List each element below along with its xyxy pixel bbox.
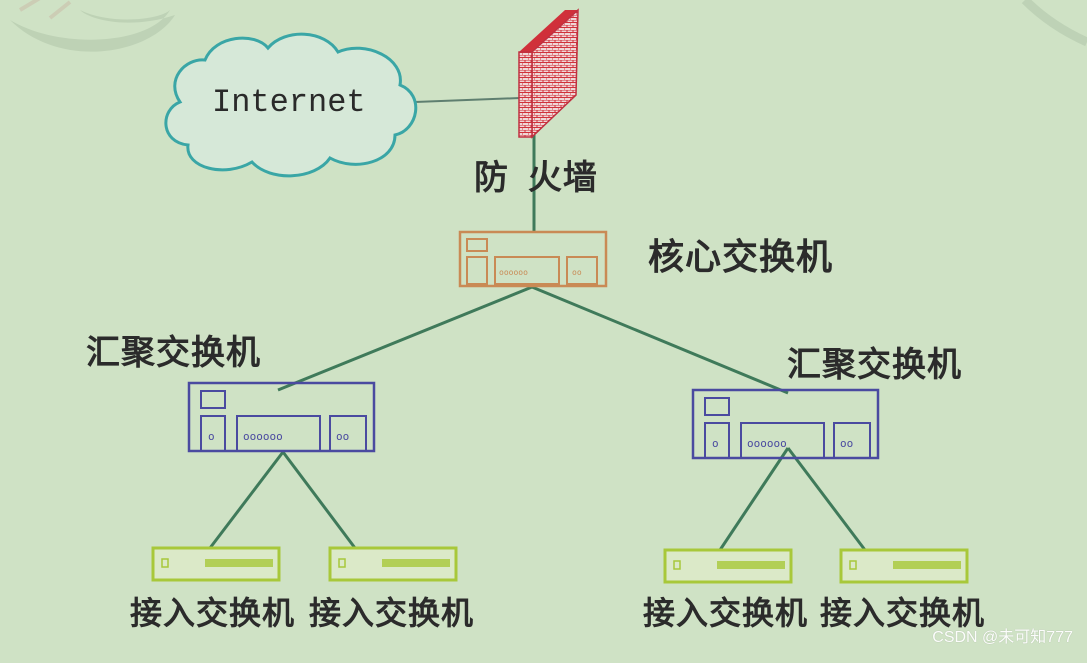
- aggregation-switch-right-label: 汇聚交换机: [787, 345, 962, 385]
- svg-text:oooooo: oooooo: [499, 268, 528, 277]
- aggregation-switch-left-label: 汇聚交换机: [86, 333, 261, 373]
- link-agg-left-access-1: [208, 451, 285, 549]
- background-logo-right: [1021, 0, 1087, 47]
- link-core-agg-left: [277, 285, 533, 392]
- link-core-agg-right: [531, 285, 789, 395]
- svg-text:o: o: [712, 437, 719, 450]
- access-switch-icon-1: [151, 546, 281, 582]
- svg-text:oo: oo: [840, 437, 853, 450]
- aggregation-switch-right-icon: o oooooo oo: [691, 388, 880, 460]
- access-switch-label-3: 接入交换机: [643, 594, 809, 632]
- firewall-icon: [518, 8, 579, 139]
- links: [208, 97, 867, 551]
- link-agg-right-access-3: [718, 447, 790, 551]
- access-switch-icon-4: [839, 548, 969, 584]
- link-internet-firewall: [414, 97, 521, 103]
- access-switch-icon-3: [663, 548, 793, 584]
- access-switch-label-2: 接入交换机: [309, 594, 475, 632]
- svg-text:o: o: [208, 430, 215, 443]
- aggregation-switch-left-icon: o oooooo oo: [187, 381, 376, 453]
- access-switch-label-4: 接入交换机: [820, 594, 986, 632]
- access-switch-icon-2: [328, 546, 458, 582]
- firewall-label: 防 火墙: [474, 158, 598, 198]
- internet-cloud-icon: [164, 32, 418, 178]
- internet-label: Internet: [212, 84, 366, 121]
- background-logo-left: [10, 0, 175, 52]
- svg-text:oo: oo: [572, 268, 582, 277]
- core-switch-label: 核心交换机: [648, 236, 834, 278]
- svg-text:oo: oo: [336, 430, 349, 443]
- csdn-watermark: CSDN @未可知777: [932, 629, 1073, 646]
- core-switch-icon: oooooo oo: [458, 230, 608, 288]
- svg-text:oooooo: oooooo: [243, 430, 283, 443]
- svg-text:oooooo: oooooo: [747, 437, 787, 450]
- link-agg-right-access-4: [786, 447, 867, 551]
- link-agg-left-access-2: [281, 451, 357, 549]
- access-switch-label-1: 接入交换机: [130, 594, 296, 632]
